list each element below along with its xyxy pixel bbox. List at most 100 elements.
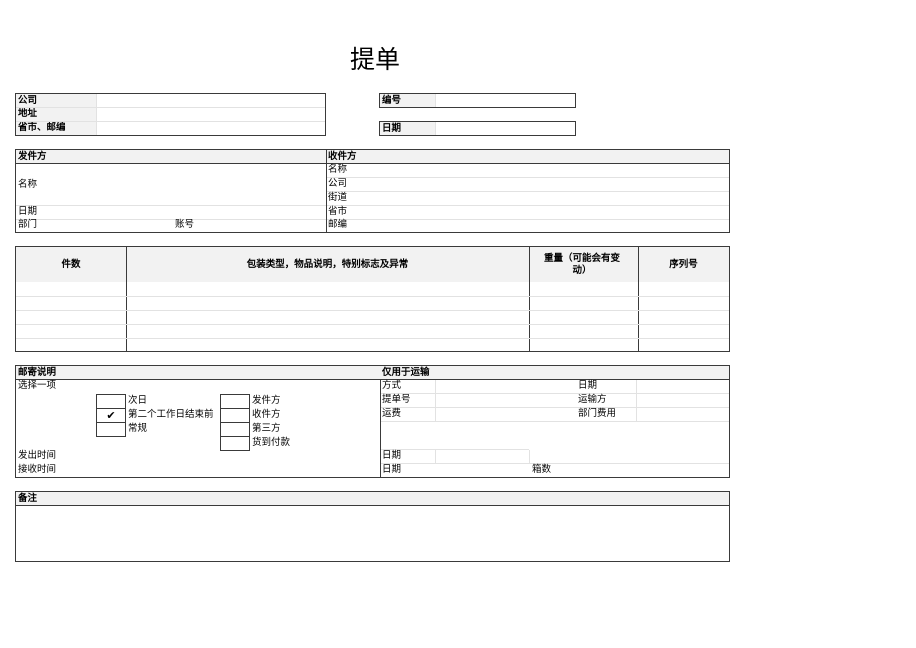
option-second-business-day-label: 第二个工作日结束前 bbox=[128, 409, 214, 420]
sender-receiver-block: 发件方 收件方 名称 日期 部门 账号 名称 公司 街道 省市 邮编 bbox=[15, 149, 730, 233]
sender-name-label: 名称 bbox=[18, 179, 38, 190]
checkbox-second-business-day[interactable]: ✔ bbox=[96, 408, 126, 423]
bill-number-field[interactable] bbox=[436, 394, 576, 407]
province-zip-field[interactable] bbox=[97, 122, 325, 135]
divider bbox=[327, 191, 729, 192]
checkbox-sender-pays[interactable] bbox=[220, 394, 250, 409]
divider bbox=[16, 121, 325, 122]
date-field[interactable] bbox=[436, 122, 575, 135]
divider bbox=[16, 205, 326, 206]
carrier-label: 运输方 bbox=[578, 394, 607, 405]
col-header-description: 包装类型，物品说明，特别标志及异常 bbox=[246, 258, 409, 270]
receiver-name-field[interactable] bbox=[366, 164, 728, 177]
column-divider bbox=[638, 247, 639, 351]
table-row[interactable] bbox=[16, 311, 729, 324]
remarks-field[interactable] bbox=[16, 506, 729, 561]
divider bbox=[327, 177, 729, 178]
department-fee-label: 部门费用 bbox=[578, 408, 617, 419]
option-standard-label: 常规 bbox=[128, 423, 148, 434]
number-field[interactable] bbox=[436, 94, 575, 107]
received-time-label: 接收时间 bbox=[18, 464, 57, 475]
sender-date-label: 日期 bbox=[18, 206, 38, 217]
company-field[interactable] bbox=[97, 94, 325, 107]
received-time-field[interactable] bbox=[76, 464, 376, 477]
receiver-header: 收件方 bbox=[326, 150, 729, 164]
carrier-field[interactable] bbox=[637, 394, 727, 407]
checkbox-next-day[interactable] bbox=[96, 394, 126, 409]
shipping-date2-label: 日期 bbox=[382, 450, 402, 461]
divider bbox=[435, 122, 436, 135]
sender-header: 发件方 bbox=[16, 150, 326, 164]
divider bbox=[327, 219, 729, 220]
sender-account-field[interactable] bbox=[206, 220, 324, 232]
receiver-company-field[interactable] bbox=[366, 178, 728, 191]
company-label: 公司 bbox=[18, 95, 38, 106]
row-divider bbox=[16, 324, 729, 325]
department-fee-field[interactable] bbox=[637, 408, 727, 421]
divider bbox=[381, 463, 729, 464]
shipping-date-label: 日期 bbox=[578, 380, 598, 391]
option-sender-label: 发件方 bbox=[252, 395, 281, 406]
receiver-province-field[interactable] bbox=[366, 206, 728, 219]
checkbox-cash-on-delivery[interactable] bbox=[220, 436, 250, 451]
col-header-serial: 序列号 bbox=[669, 258, 698, 270]
boxes-label: 箱数 bbox=[532, 464, 552, 475]
row-divider bbox=[16, 338, 729, 339]
col-header-quantity: 件数 bbox=[61, 258, 81, 270]
shipping-date2-field[interactable] bbox=[436, 450, 528, 463]
col-header-weight: 重量（可能会有变动） bbox=[543, 252, 620, 276]
row-divider bbox=[16, 296, 729, 297]
date-label: 日期 bbox=[382, 123, 402, 134]
receiver-zip-label: 邮编 bbox=[328, 219, 348, 230]
receiver-name-label: 名称 bbox=[328, 164, 348, 175]
freight-field[interactable] bbox=[436, 408, 576, 421]
shipping-date-field[interactable] bbox=[637, 380, 727, 393]
divider bbox=[327, 205, 729, 206]
number-label: 编号 bbox=[382, 95, 402, 106]
divider bbox=[529, 450, 530, 463]
table-row[interactable] bbox=[16, 297, 729, 310]
receiver-zip-field[interactable] bbox=[366, 220, 728, 232]
table-row[interactable] bbox=[16, 325, 729, 338]
date-block: 日期 bbox=[379, 121, 576, 136]
sender-date-field[interactable] bbox=[76, 206, 324, 219]
address-field[interactable] bbox=[97, 108, 325, 121]
sent-time-field[interactable] bbox=[76, 450, 376, 463]
items-table-header bbox=[16, 247, 729, 282]
sender-account-label: 账号 bbox=[175, 219, 195, 230]
checkbox-third-party-pays[interactable] bbox=[220, 422, 250, 437]
freight-label: 运费 bbox=[382, 408, 402, 419]
divider bbox=[435, 450, 436, 463]
province-zip-label: 省市、邮编 bbox=[18, 122, 66, 133]
choose-one-label: 选择一项 bbox=[18, 380, 57, 391]
divider bbox=[381, 421, 729, 422]
mailing-shipping-divider bbox=[380, 380, 381, 477]
table-row[interactable] bbox=[16, 282, 729, 296]
checkbox-receiver-pays[interactable] bbox=[220, 408, 250, 423]
row-divider bbox=[16, 310, 729, 311]
divider bbox=[16, 219, 326, 220]
table-row[interactable] bbox=[16, 339, 729, 351]
boxes-field[interactable] bbox=[566, 464, 728, 477]
mailing-shipping-block: 邮寄说明 仅用于运输 选择一项 ✔ 次日 第二个工作日结束前 常规 发件方 收件… bbox=[15, 365, 730, 478]
option-cod-label: 货到付款 bbox=[252, 437, 291, 448]
items-table: 件数 包装类型，物品说明，特别标志及异常 重量（可能会有变动） 序列号 bbox=[15, 246, 730, 352]
receiver-street-field[interactable] bbox=[366, 192, 728, 205]
sent-time-label: 发出时间 bbox=[18, 450, 57, 461]
company-label-column bbox=[16, 94, 96, 135]
shipping-date3-field[interactable] bbox=[436, 464, 528, 477]
divider bbox=[16, 107, 325, 108]
sender-department-field[interactable] bbox=[56, 220, 171, 232]
column-divider bbox=[126, 247, 127, 351]
divider bbox=[435, 94, 436, 107]
bill-number-label: 提单号 bbox=[382, 394, 411, 405]
sender-receiver-divider bbox=[326, 150, 327, 232]
remarks-header: 备注 bbox=[16, 492, 729, 506]
checkbox-standard[interactable] bbox=[96, 422, 126, 437]
receiver-province-label: 省市 bbox=[328, 206, 348, 217]
sender-name-field[interactable] bbox=[76, 164, 324, 205]
receiver-company-label: 公司 bbox=[328, 178, 348, 189]
method-field[interactable] bbox=[436, 380, 576, 393]
divider bbox=[96, 94, 97, 135]
shipping-date3-label: 日期 bbox=[382, 464, 402, 475]
